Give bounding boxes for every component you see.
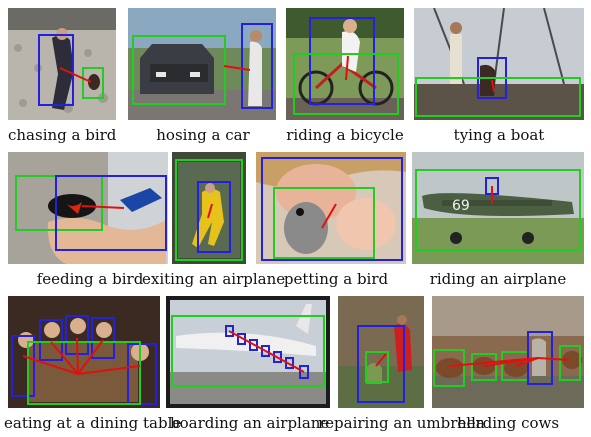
caption-herding-cows: herding cows: [456, 414, 560, 432]
caption-tying-boat: tying a boat: [453, 126, 545, 144]
svg-text:69: 69: [452, 198, 470, 214]
caption-petting-bird: petting a bird: [283, 270, 389, 288]
image-chasing-bird: [8, 8, 116, 120]
image-tying-boat: [414, 8, 584, 120]
image-riding-airplane: 69: [412, 152, 584, 264]
image-feeding-bird: [8, 152, 168, 264]
caption-eating-table: eating at a dining table: [4, 414, 182, 432]
image-repairing-umbrella: [338, 296, 424, 408]
image-herding-cows: [432, 296, 584, 408]
caption-feeding-bird: feeding a bird: [36, 270, 144, 288]
caption-repairing-umbrella: repairing an umbrella: [318, 414, 485, 432]
caption-hosing-car: hosing a car: [156, 126, 250, 144]
image-eating-table: [8, 296, 160, 408]
caption-chasing-bird: chasing a bird: [8, 126, 117, 144]
caption-boarding-airplane: boarding an airplane: [170, 414, 330, 432]
image-boarding-airplane: [166, 296, 330, 408]
image-exiting-airplane: [172, 152, 246, 264]
caption-exiting-airplane: exiting an airplane: [142, 270, 286, 288]
image-hosing-car: [128, 8, 276, 120]
caption-riding-bicycle: riding a bicycle: [286, 126, 404, 144]
image-riding-bicycle: [286, 8, 404, 120]
caption-riding-airplane: riding an airplane: [429, 270, 567, 288]
image-petting-bird: [256, 152, 406, 264]
